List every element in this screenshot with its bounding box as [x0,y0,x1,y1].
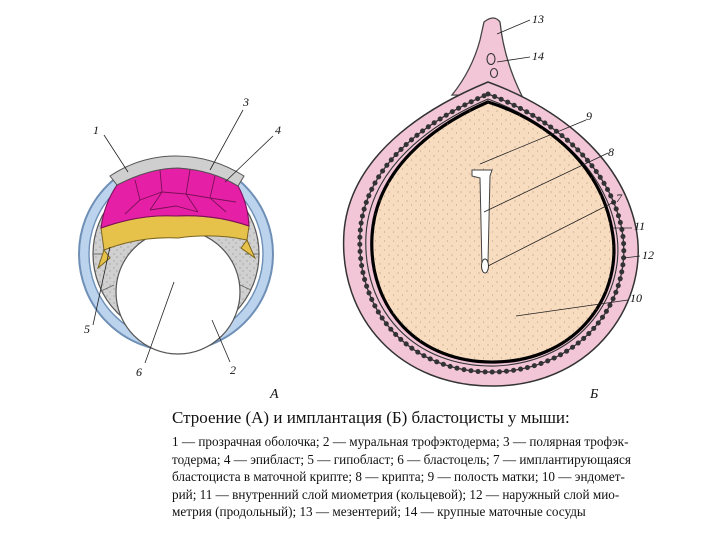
panel-b: 13 14 9 8 7 11 12 10 Б [344,12,654,400]
caption-line: 1 — прозрачная оболочка; 2 — муральная т… [172,433,672,451]
label-6: 6 [136,365,142,379]
caption-line: бластоциста в маточной крипте; 8 — крипт… [172,468,672,486]
caption-line: тодерма; 4 — эпибласт; 5 — гипобласт; 6 … [172,451,672,469]
uterine-vessel-1 [487,54,495,65]
panel-b-label: Б [589,387,598,400]
caption-line: метрия (продольный); 13 — мезентерий; 14… [172,503,672,521]
label-11: 11 [634,219,645,233]
label-7: 7 [616,191,623,205]
label-8: 8 [608,145,614,159]
label-5: 5 [84,322,90,336]
label-3: 3 [242,95,249,109]
label-2: 2 [230,363,236,377]
label-9: 9 [586,109,592,123]
label-14: 14 [532,49,544,63]
blastocoel [116,230,240,354]
caption-line: рий; 11 — внутренний слой миометрия (кол… [172,486,672,504]
label-12: 12 [642,248,654,262]
label-10: 10 [630,291,642,305]
label-4: 4 [275,123,281,137]
blastocyst-diagram: 1 3 4 5 6 2 А [0,0,720,400]
uterine-vessel-2 [491,69,498,78]
panel-a-label: А [269,387,279,400]
figure-caption: Строение (А) и имплантация (Б) бластоцис… [172,408,672,521]
caption-title: Строение (А) и имплантация (Б) бластоцис… [172,408,672,428]
implanting-blastocyst [482,259,489,273]
label-13: 13 [532,12,544,26]
label-1: 1 [93,123,99,137]
panel-a: 1 3 4 5 6 2 А [79,95,281,400]
